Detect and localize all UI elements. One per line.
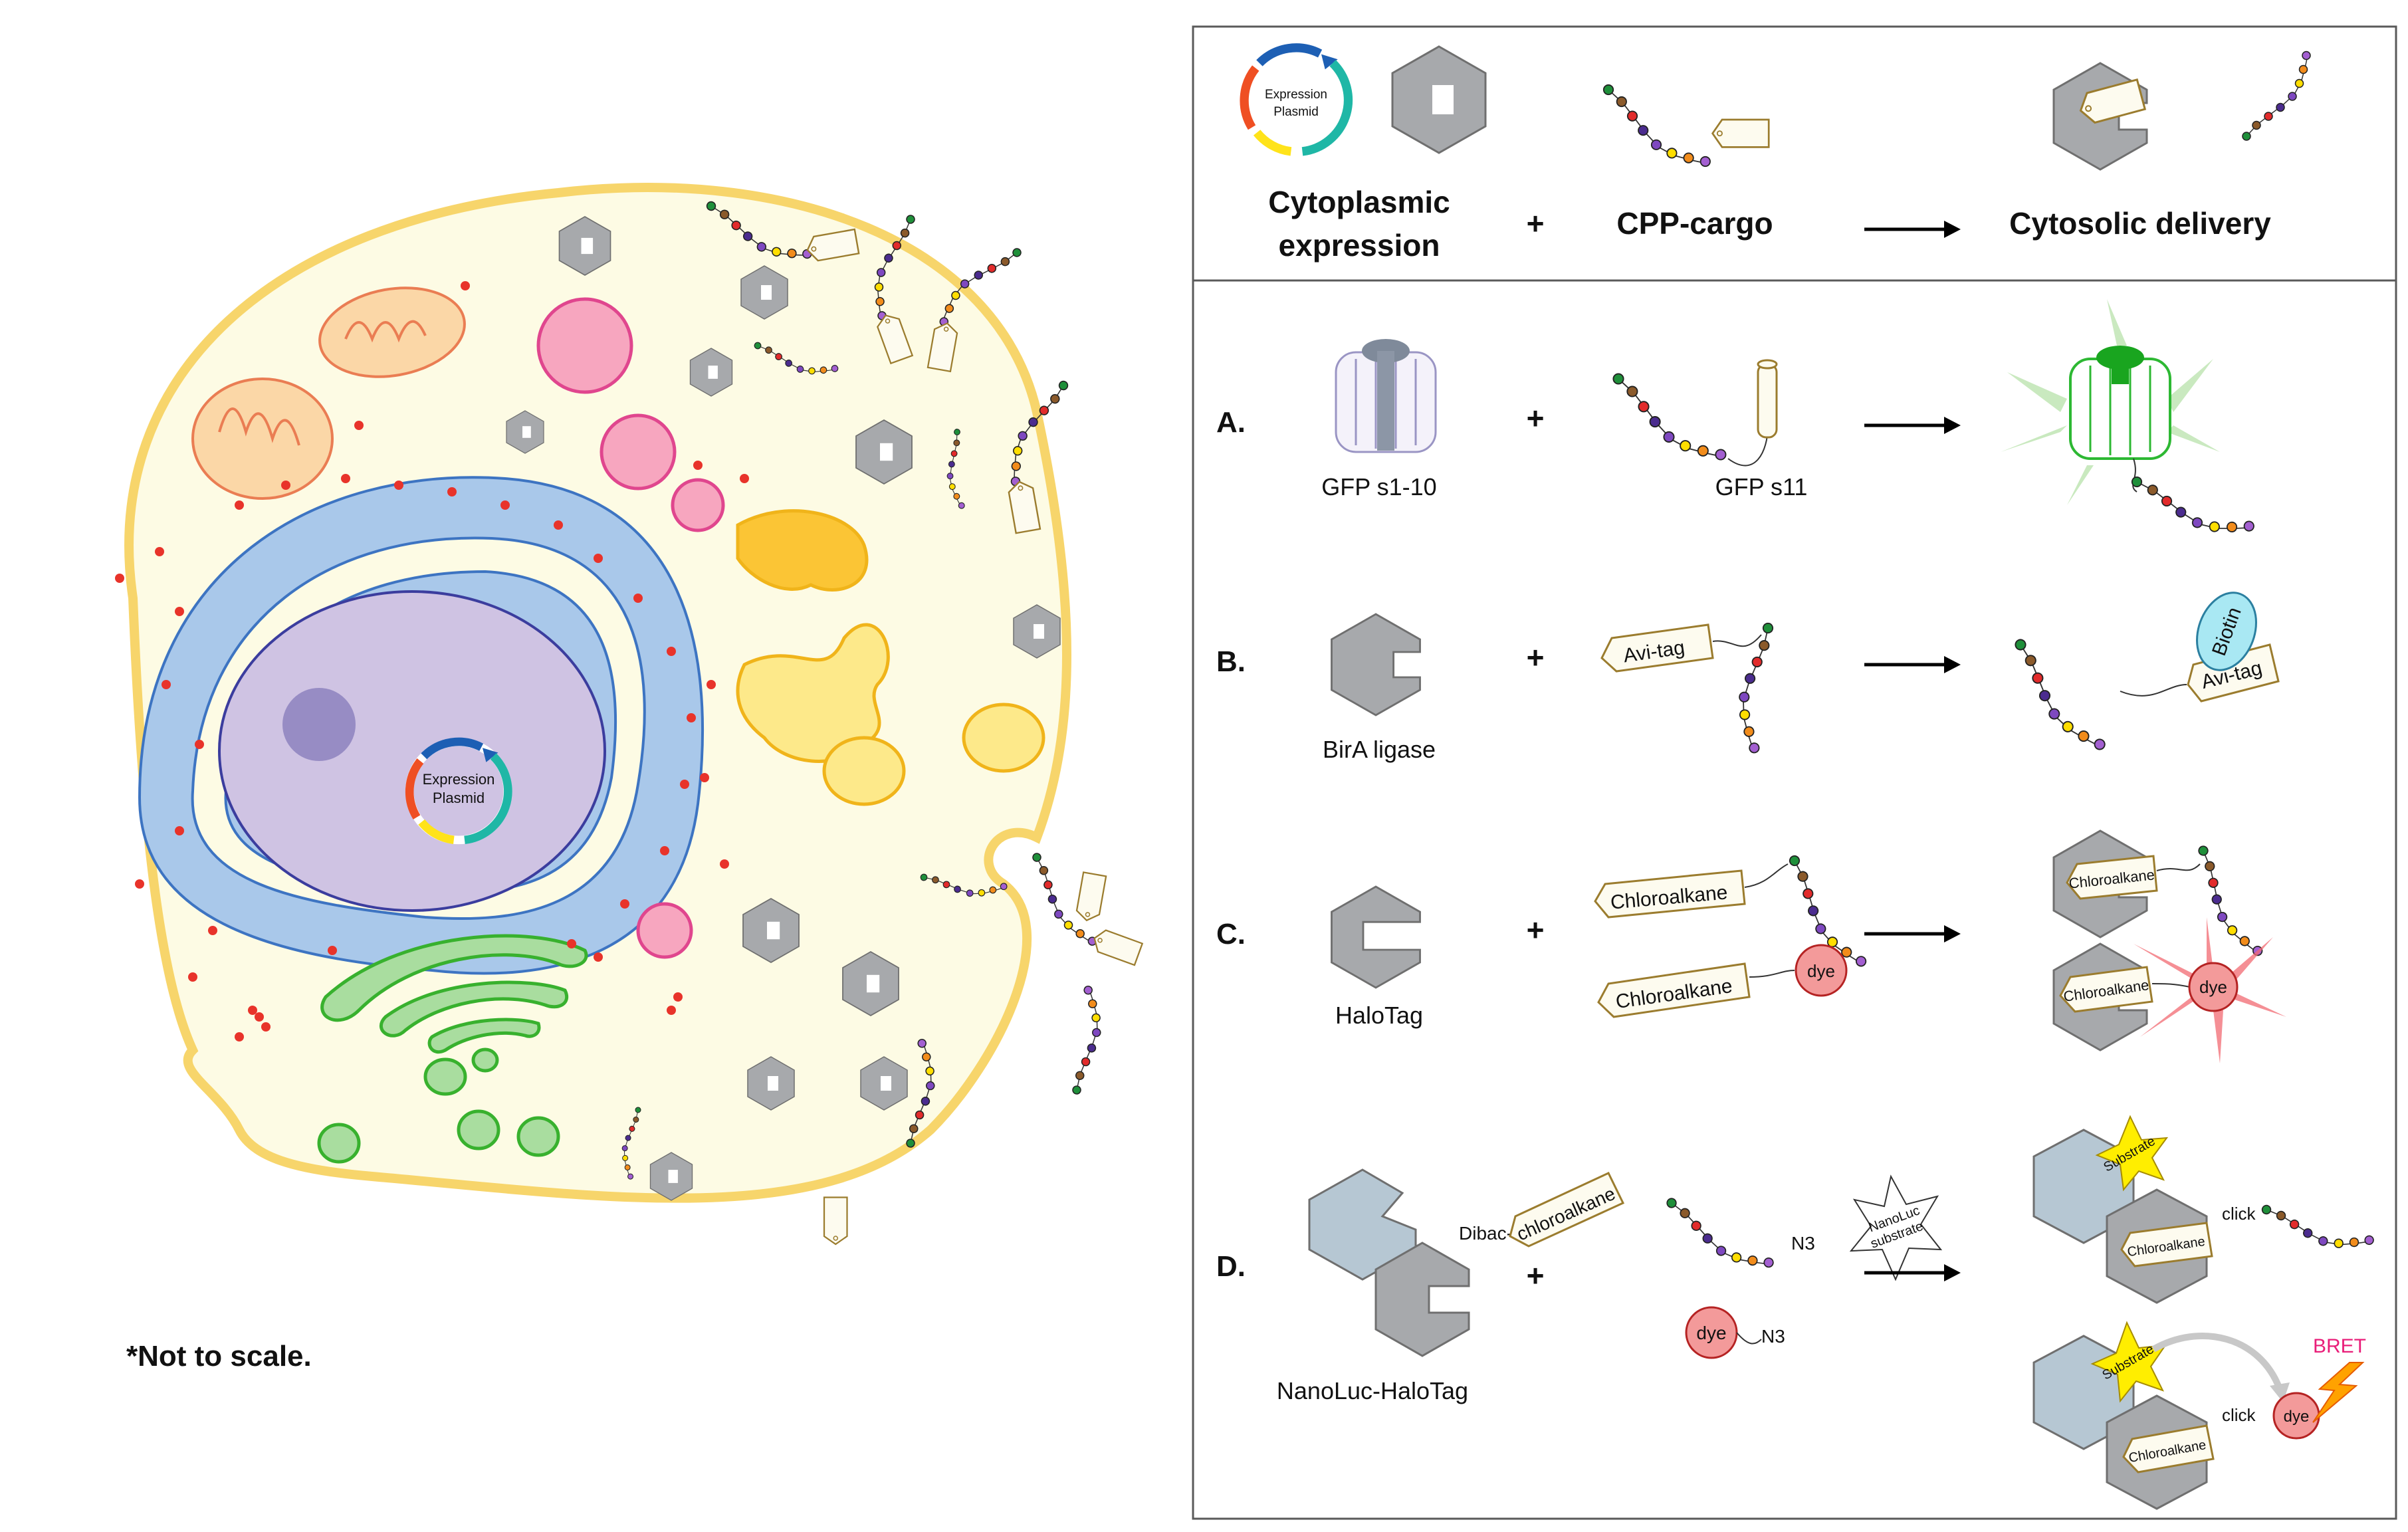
row-c-product-dye-label: dye [2199,977,2227,997]
row-a-cargo-label: GFP s11 [1715,473,1808,500]
cell-illustration: Expression Plasmid [115,183,1143,1372]
gfp-s11-strand [1727,359,1778,467]
nanoluc-substrate-star: NanoLuc substrate [1849,1174,1943,1281]
halotag-cpp-product: Chloroalkane [2052,829,2293,958]
row-a-enzyme-label: GFP s1-10 [1321,473,1436,500]
row-c-dye-label: dye [1807,961,1835,981]
golgi-apparatus [317,934,588,1164]
halotag-icon [1331,885,1421,989]
row-d-dye-label: dye [1696,1323,1726,1343]
biotin-icon [2196,592,2257,671]
chloroalkane-cpp-cargo: Chloroalkane [1594,853,1893,968]
nanoluc-halotag-icon [1308,1168,1470,1357]
row-c-letter: C. [1216,918,1246,950]
avi-tag-cargo: Avi-tag [1600,621,1824,756]
row-d-letter: D. [1216,1250,1246,1283]
row-d-n3-label-1: N3 [1791,1233,1815,1254]
biotinylated-product: Avi-tag Biotin [1994,592,2280,752]
azide-dye: dye [1685,1306,1762,1359]
row-d-product-dye-label: dye [2284,1408,2310,1426]
row-b-enzyme-label: BirA ligase [1323,736,1436,763]
row-c-dye-icon [1795,944,1848,997]
header-plasmid-label-1: Expression [1265,88,1327,102]
gfp-barrel-icon [1335,339,1437,453]
row-b: B. BirA ligase + Avi-tag Avi-tag Biotin [1216,592,2280,763]
scheme-panel: Expression Plasmid Cytoplasmic expressio… [1192,25,2397,1520]
row-c-enzyme-label: HaloTag [1335,1002,1423,1029]
row-d-click-label-1: click [2222,1204,2256,1224]
row-a-letter: A. [1216,406,1246,439]
row-d-plus: + [1527,1258,1545,1293]
header-middle-term: CPP-cargo [1616,206,1773,241]
row-d-arrow [1864,1264,1961,1281]
row-c-product-dye-icon [2188,962,2239,1012]
header-left-term-2: expression [1279,228,1440,263]
row-b-plus: + [1527,640,1545,675]
row-a-arrow [1864,417,1961,434]
header-arrow [1864,221,1961,238]
lysosomes [536,297,725,959]
header-row: Expression Plasmid Cytoplasmic expressio… [1244,47,2311,263]
nucleolus [282,688,356,761]
row-d-dye-product: Substrate Chloroalkane click dye BRET [2032,1321,2366,1510]
mitochondrion [191,286,466,500]
row-b-arrow [1864,656,1961,673]
not-to-scale-note: *Not to scale. [126,1340,312,1372]
nucleus [218,590,606,912]
row-d-enzyme-label: NanoLuc-HaloTag [1277,1377,1468,1404]
header-plus: + [1527,206,1545,241]
nucleus-plasmid-label-1: Expression [423,771,495,788]
row-d-substrate-star-1 [2095,1115,2169,1192]
row-c-arrow [1864,925,1961,942]
row-b-letter: B. [1216,645,1246,678]
row-d-bret-label: BRET [2313,1335,2366,1357]
row-c: C. HaloTag + Chloroalkane Chloroalkane d… [1216,829,2293,1063]
row-a-plus: + [1527,401,1545,435]
row-c-plus: + [1527,913,1545,947]
gfp-fluorescent-icon [2001,299,2220,505]
header-left-term-1: Cytoplasmic [1268,185,1450,219]
bret-bolt-icon [2312,1362,2365,1423]
nucleus-plasmid-label-2: Plasmid [433,790,485,806]
row-a: A. GFP s1-10 + GFP s11 [1216,299,2256,558]
chloroalkane-dye-cargo: Chloroalkane dye [1597,944,1848,1018]
header-right-term: Cytosolic delivery [2009,206,2271,241]
row-d-dibac-label: Dibac- [1459,1223,1513,1244]
yellow-vesicles [736,509,1045,806]
row-d-click-label-2: click [2222,1405,2256,1425]
halotag-dye-product: Chloroalkane dye [2052,917,2286,1063]
header-plasmid-label-2: Plasmid [1273,105,1319,119]
row-d-n3-label-2: N3 [1761,1326,1785,1347]
